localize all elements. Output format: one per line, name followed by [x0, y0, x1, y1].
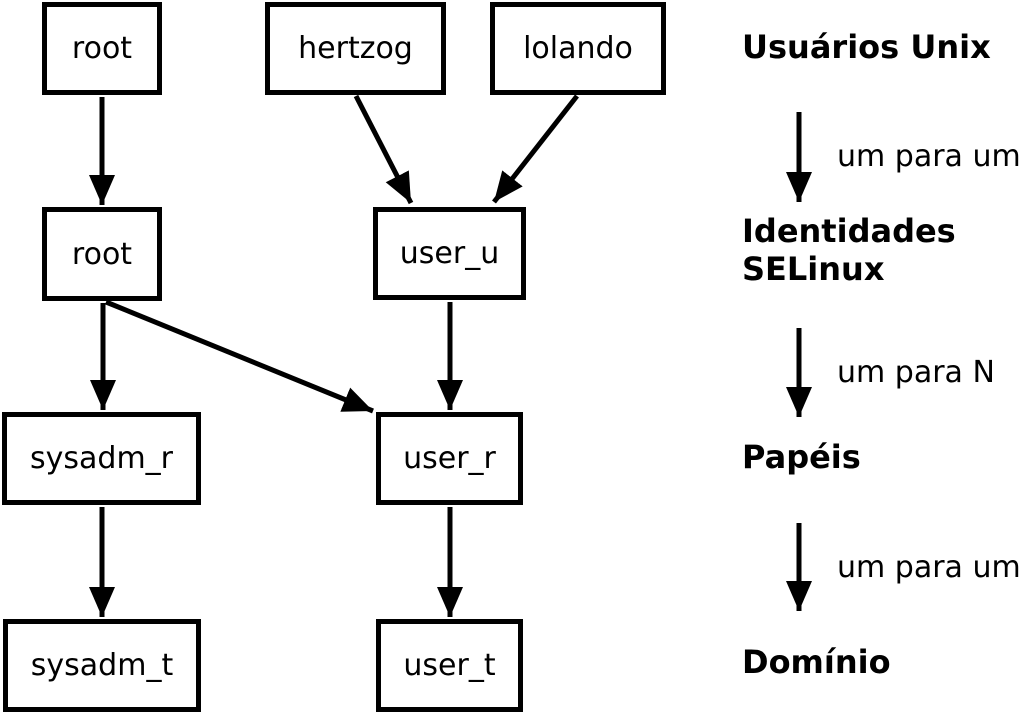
legend-level-identidades-line1: Identidades	[742, 212, 956, 250]
node-role-sysadm-r: sysadm_r	[2, 412, 201, 505]
node-selinux-identity-user-u: user_u	[373, 207, 526, 300]
node-label: sysadm_t	[30, 648, 174, 683]
node-label: root	[71, 31, 133, 66]
node-label: user_r	[403, 441, 496, 476]
legend-level-dominio: Domínio	[742, 643, 891, 681]
node-unix-user-lolando: lolando	[490, 2, 666, 95]
node-domain-sysadm-t: sysadm_t	[3, 619, 201, 712]
legend-mapping-um-para-um-2: um para um	[837, 550, 1021, 585]
legend-level-usuarios-unix: Usuários Unix	[742, 28, 991, 66]
node-label: lolando	[523, 31, 633, 66]
legend-level-identidades-line2: SELinux	[742, 250, 885, 288]
legend-level-papeis: Papéis	[742, 438, 861, 476]
node-selinux-identity-root: root	[42, 207, 162, 301]
legend-mapping-um-para-n: um para N	[837, 355, 995, 390]
arrow-root-to-user-r-icon	[105, 299, 374, 414]
arrow-hertzog-to-user-u-icon	[353, 94, 414, 205]
node-label: user_t	[403, 648, 496, 683]
node-role-user-r: user_r	[376, 412, 523, 505]
node-label: sysadm_r	[30, 441, 173, 476]
node-label: root	[71, 236, 133, 272]
node-label: hertzog	[298, 31, 413, 66]
node-label: user_u	[399, 236, 500, 271]
node-domain-user-t: user_t	[376, 619, 523, 712]
node-unix-user-root: root	[42, 2, 162, 95]
legend-mapping-um-para-um-1: um para um	[837, 139, 1021, 174]
legend-level-identidades-selinux: Identidades SELinux	[742, 212, 956, 288]
arrow-lolando-to-user-u-icon	[492, 94, 579, 204]
node-unix-user-hertzog: hertzog	[265, 2, 446, 95]
